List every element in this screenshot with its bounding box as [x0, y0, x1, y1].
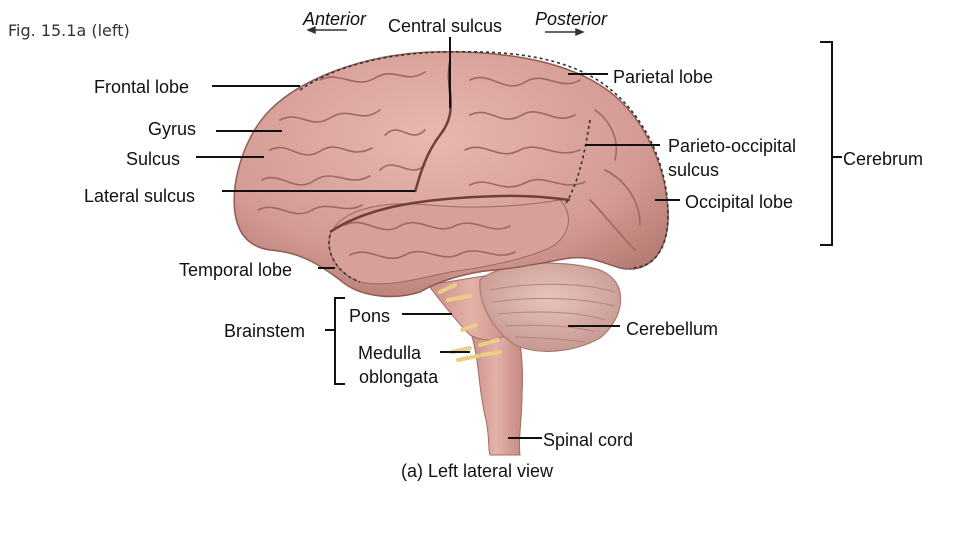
- figure-caption: Fig. 15.1a (left): [8, 21, 130, 40]
- frontal-lobe-label: Frontal lobe: [94, 76, 189, 98]
- parieto-occipital-label: Parieto-occipital: [668, 135, 796, 157]
- anterior-label: Anterior: [303, 8, 366, 30]
- cerebellum-label: Cerebellum: [626, 318, 718, 340]
- cerebrum-label: Cerebrum: [843, 148, 923, 170]
- pons-label: Pons: [349, 305, 390, 327]
- spinal-cord-label: Spinal cord: [543, 429, 633, 451]
- central-sulcus-label: Central sulcus: [388, 15, 502, 37]
- lateral-sulcus-label: Lateral sulcus: [84, 185, 195, 207]
- parieto-occipital-label-2: sulcus: [668, 159, 719, 181]
- medulla-label: Medulla: [358, 342, 421, 364]
- view-caption: (a) Left lateral view: [401, 460, 553, 482]
- sulcus-label: Sulcus: [126, 148, 180, 170]
- oblongata-label: oblongata: [359, 366, 438, 388]
- gyrus-label: Gyrus: [148, 118, 196, 140]
- parietal-lobe-label: Parietal lobe: [613, 66, 713, 88]
- brainstem-label: Brainstem: [224, 320, 305, 342]
- temporal-lobe-label: Temporal lobe: [179, 259, 292, 281]
- posterior-label: Posterior: [535, 8, 607, 30]
- occipital-lobe-label: Occipital lobe: [685, 191, 793, 213]
